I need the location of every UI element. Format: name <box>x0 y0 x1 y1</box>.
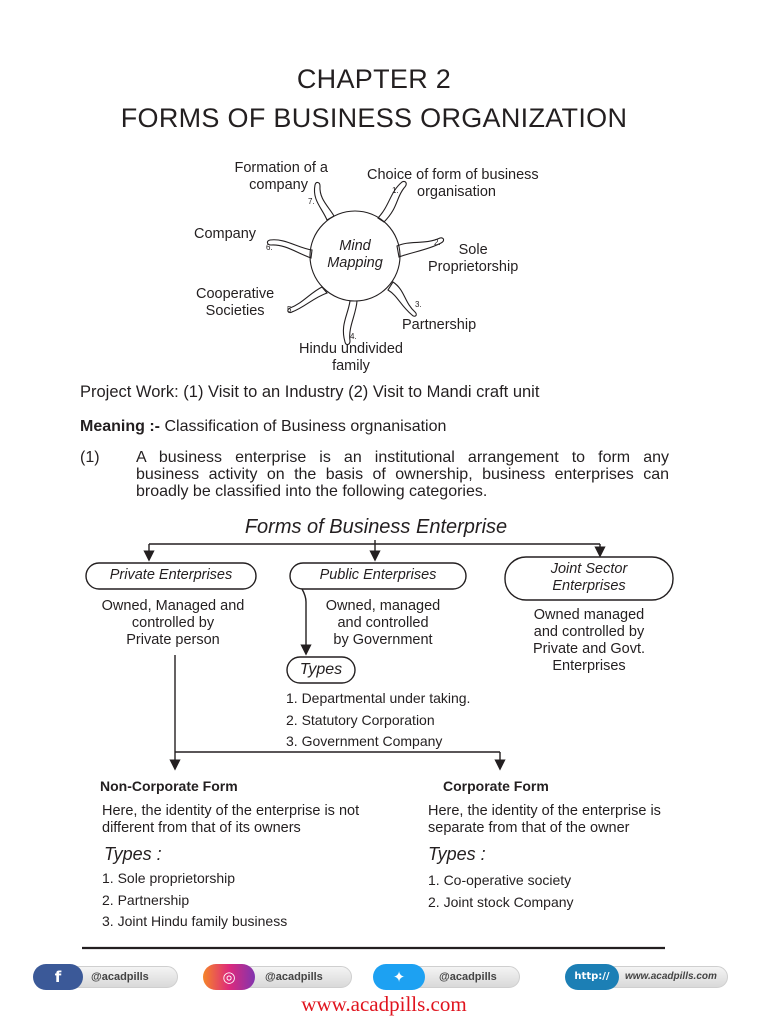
branch-4-number: 4. <box>350 332 357 341</box>
public-enterprises-label: Public Enterprises <box>319 567 437 583</box>
instagram-link[interactable]: ◎ @acadpills <box>203 964 352 990</box>
public-types-label: Types <box>299 661 343 678</box>
joint-desc-line-3: Private and Govt. <box>532 641 646 657</box>
branch-6-line-1: Company <box>194 226 257 242</box>
paragraph-text: A business enterprise is an institutiona… <box>136 449 669 500</box>
public-type-1: 1. Departmental under taking. <box>286 690 471 706</box>
non-corporate-desc-line-2: different from that of its owners <box>102 820 301 836</box>
public-type-2: 2. Statutory Corporation <box>286 711 435 728</box>
branch-4-line-2: family <box>332 358 370 374</box>
branch-7-line-2: company <box>249 177 308 193</box>
website-handle: www.acadpills.com <box>625 971 717 982</box>
corporate-desc-line-1: Here, the identity of the enterprise is <box>428 803 661 819</box>
joint-desc-line-4: Enterprises <box>552 658 626 674</box>
joint-desc-line-2: and controlled by <box>533 624 645 640</box>
branch-1-line-2: organisation <box>417 184 496 200</box>
branch-3-number: 3. <box>415 300 422 309</box>
diagram-title: Forms of Business Enterprise <box>244 516 508 538</box>
twitter-link[interactable]: ✦ @acadpills <box>373 964 520 990</box>
corporate-types-list: 1. Co-operative society 2. Joint stock C… <box>428 870 574 913</box>
paragraph-line-1: A business enterprise is an institutiona… <box>136 449 669 466</box>
branch-choice-of-form: Choice of form of business organisation <box>367 167 539 201</box>
mind-map-center-line-1: Mind <box>339 238 371 254</box>
non-corporate-desc-line-1: Here, the identity of the enterprise is … <box>102 803 360 819</box>
non-corporate-heading: Non-Corporate Form <box>100 778 238 794</box>
branch-1-number: 1. <box>392 186 399 195</box>
branch-cooperative-societies: Cooperative Societies <box>196 286 274 320</box>
meaning-label: Meaning :- <box>80 418 160 435</box>
instagram-icon: ◎ <box>203 964 255 990</box>
website-icon: http:// <box>565 964 619 990</box>
private-desc-line-2: controlled by <box>131 615 215 631</box>
branch-hindu-undivided-family: Hindu undivided family <box>290 341 412 375</box>
chapter-title: FORMS OF BUSINESS ORGANIZATION <box>120 103 628 133</box>
project-work: Project Work: (1) Visit to an Industry (… <box>80 383 540 401</box>
public-description: Owned, managed and controlled by Governm… <box>300 598 466 649</box>
branch-2-line-1: Sole <box>458 242 488 258</box>
branch-3-line-1: Partnership <box>402 317 477 333</box>
twitter-icon: ✦ <box>373 964 425 990</box>
public-desc-line-1: Owned, managed <box>325 598 441 614</box>
non-corporate-description: Here, the identity of the enterprise is … <box>102 803 359 837</box>
mind-map-center-label: Mind Mapping <box>314 238 396 272</box>
branch-4-line-1: Hindu undivided <box>299 341 403 357</box>
non-corporate-types-label: Types : <box>104 844 162 864</box>
private-desc-line-1: Owned, Managed and <box>101 598 245 614</box>
corporate-heading: Corporate Form <box>443 778 549 794</box>
paragraph-line-3: broadly be classified into the following… <box>136 483 488 500</box>
branch-5-line-2: Societies <box>205 303 265 319</box>
branch-sole-proprietorship: Sole Proprietorship <box>428 242 518 276</box>
public-desc-line-3: by Government <box>333 632 433 648</box>
private-desc-line-3: Private person <box>126 632 220 648</box>
branch-2-line-2: Proprietorship <box>428 259 519 275</box>
branch-5-line-1: Cooperative <box>196 286 275 302</box>
non-corporate-type-2: 2. Partnership <box>102 891 190 908</box>
facebook-icon: f <box>33 964 83 990</box>
corporate-description: Here, the identity of the enterprise is … <box>428 803 661 837</box>
public-desc-line-2: and controlled <box>337 615 429 631</box>
joint-desc-line-1: Owned managed <box>533 607 645 623</box>
instagram-handle: @acadpills <box>265 971 323 983</box>
corporate-type-2: 2. Joint stock Company <box>428 893 574 910</box>
paragraph-line-2: business activity on the basis of owners… <box>136 466 669 483</box>
non-corporate-type-3: 3. Joint Hindu family business <box>102 913 288 929</box>
branch-1-line-1: Choice of form of business <box>367 167 539 183</box>
private-enterprises-label: Private Enterprises <box>109 567 233 583</box>
corporate-desc-line-2: separate from that of the owner <box>428 820 630 836</box>
website-link[interactable]: http:// www.acadpills.com <box>565 964 728 990</box>
joint-description: Owned managed and controlled by Private … <box>505 607 673 675</box>
twitter-handle: @acadpills <box>439 971 497 983</box>
branch-7-line-1: Formation of a <box>234 160 329 176</box>
meaning-line: Meaning :- Classification of Business or… <box>80 418 446 436</box>
facebook-handle: @acadpills <box>91 971 149 983</box>
joint-sector-label-line-2: Enterprises <box>552 578 626 594</box>
private-description: Owned, Managed and controlled by Private… <box>80 598 266 649</box>
branch-2-number: 2. <box>434 238 441 247</box>
public-type-3: 3. Government Company <box>286 733 443 749</box>
branch-5-number: 5. <box>287 305 294 314</box>
branch-6-number: 6. <box>266 243 273 252</box>
non-corporate-type-1: 1. Sole proprietorship <box>102 870 236 886</box>
branch-formation-of-company: Formation of a company <box>222 160 329 194</box>
corporate-types-label: Types : <box>428 844 486 864</box>
public-types-list: 1. Departmental under taking. 2. Statuto… <box>286 688 470 753</box>
meaning-text: Classification of Business orgnanisation <box>164 418 447 435</box>
footer-url[interactable]: www.acadpills.com <box>301 992 467 1016</box>
facebook-link[interactable]: f @acadpills <box>33 964 178 990</box>
chapter-number: CHAPTER 2 <box>296 64 452 94</box>
branch-company: Company <box>194 226 256 243</box>
branch-7-number: 7. <box>308 197 315 206</box>
branch-partnership: Partnership <box>402 317 476 334</box>
corporate-type-1: 1. Co-operative society <box>428 872 572 888</box>
joint-sector-label-line-1: Joint Sector <box>550 561 628 577</box>
non-corporate-types-list: 1. Sole proprietorship 2. Partnership 3.… <box>102 868 287 933</box>
mind-map-center-line-2: Mapping <box>327 255 383 271</box>
joint-sector-label: Joint Sector Enterprises <box>505 561 673 595</box>
paragraph-number: (1) <box>80 449 100 466</box>
